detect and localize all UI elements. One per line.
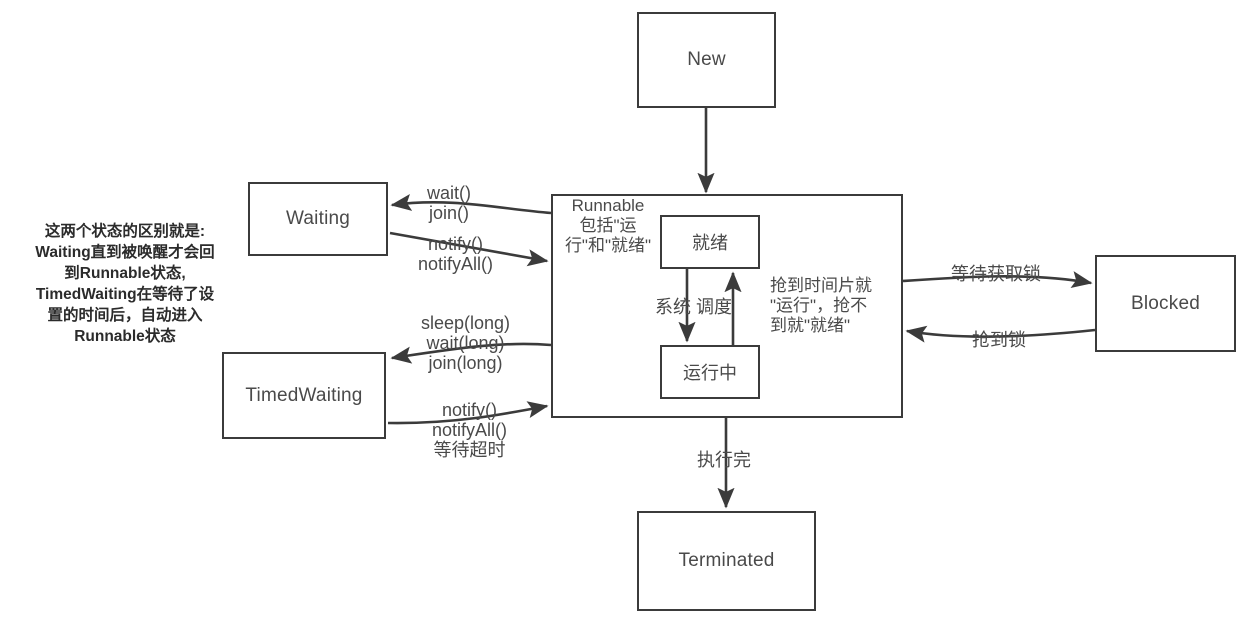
edge-runnable-to-timedwaiting <box>390 342 552 364</box>
state-node-ready[interactable]: 就绪 <box>660 215 760 269</box>
state-node-ready-label: 就绪 <box>692 233 728 253</box>
edge-waiting-to-runnable <box>389 231 549 267</box>
state-node-blocked[interactable]: Blocked <box>1095 255 1236 352</box>
state-node-runnable-label: Runnable 包括"运 行"和"就绪" <box>564 196 652 256</box>
edge-label-wait-join: wait() join() <box>427 183 471 224</box>
edge-label-notify-timeout: notify() notifyAll() 等待超时 <box>432 400 508 461</box>
state-node-new-label: New <box>687 49 726 70</box>
state-node-running[interactable]: 运行中 <box>660 345 760 399</box>
state-node-terminated[interactable]: Terminated <box>637 511 816 611</box>
state-node-running-label: 运行中 <box>683 363 737 383</box>
edge-label-sleep-wait-join-long: sleep(long) wait(long) join(long) <box>421 313 511 374</box>
edge-runnable-to-blocked <box>902 271 1093 289</box>
edge-timedwaiting-to-runnable <box>387 401 549 425</box>
edge-runnable-to-waiting <box>390 193 552 215</box>
state-node-blocked-label: Blocked <box>1131 292 1200 314</box>
edge-label-system-schedule: 系统 调度 <box>655 297 733 317</box>
state-node-terminated-label: Terminated <box>678 550 775 571</box>
timeslice-note: 抢到时间片就 "运行"，抢不 到就"就绪" <box>770 276 872 336</box>
state-node-timedwaiting-label: TimedWaiting <box>245 384 363 406</box>
state-node-runnable[interactable] <box>551 194 903 418</box>
state-node-waiting[interactable]: Waiting <box>248 182 388 256</box>
state-node-timedwaiting[interactable]: TimedWaiting <box>222 352 386 439</box>
edge-label-got-lock: 抢到锁 <box>972 330 1026 350</box>
edge-label-wait-for-lock: 等待获取锁 <box>951 264 1041 284</box>
state-node-new[interactable]: New <box>637 12 776 108</box>
side-annotation: 这两个状态的区别就是: Waiting直到被唤醒才会回 到Runnable状态,… <box>35 223 215 345</box>
edge-label-notify-notifyall: notify() notifyAll() <box>418 234 494 275</box>
edge-label-finished: 执行完 <box>697 450 751 470</box>
state-node-waiting-label: Waiting <box>285 208 351 229</box>
edge-blocked-to-runnable <box>905 325 1096 343</box>
